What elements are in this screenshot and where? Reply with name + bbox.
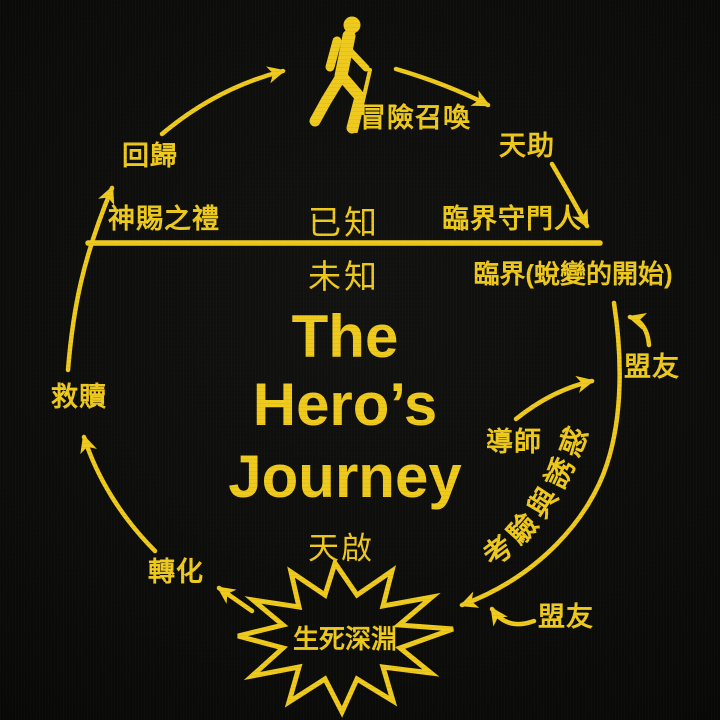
zone-labels: 已知 未知 xyxy=(308,205,380,296)
label-known: 已知 xyxy=(308,205,380,242)
arrow-ally-upper xyxy=(627,312,652,348)
label-supernatural-aid: 天助 xyxy=(499,131,555,161)
arc-return-to-hero xyxy=(159,66,286,137)
label-threshold-guardian: 臨界守門人 xyxy=(442,203,582,234)
label-call-to-adventure: 冒險召喚 xyxy=(359,102,471,133)
title-line-2: Hero’s xyxy=(253,371,438,438)
hiker-back-leg xyxy=(309,72,346,127)
journey-cycle-arrows xyxy=(65,66,652,627)
label-revelation: 天啟 xyxy=(308,531,374,566)
label-crossing-threshold: 臨界(蛻變的開始) xyxy=(473,259,672,289)
hiker-backpack xyxy=(325,36,342,72)
hiker-icon xyxy=(309,16,372,134)
abyss-starburst xyxy=(237,557,454,718)
hiker-torso xyxy=(334,29,356,83)
title-line-1: The xyxy=(292,303,399,370)
arrow-transformation-to-atonement xyxy=(80,434,158,554)
label-abyss: 生死深淵 xyxy=(293,624,397,654)
title-line-3: Journey xyxy=(228,443,462,510)
label-atonement: 救贖 xyxy=(51,382,107,412)
arrow-aid-to-threshold xyxy=(549,161,590,229)
hiker-arm xyxy=(343,44,370,72)
label-mentor: 導師 xyxy=(486,426,542,457)
arc-atonement-to-return xyxy=(65,185,115,373)
arrow-mentor xyxy=(513,375,595,422)
label-transformation: 轉化 xyxy=(148,557,204,587)
label-gift-of-the-goddess: 神賜之禮 xyxy=(108,203,220,234)
label-return: 回歸 xyxy=(122,140,178,171)
arrow-ally-lower xyxy=(489,606,537,627)
page-title: The Hero’s Journey xyxy=(228,303,462,510)
label-allies-lower: 盟友 xyxy=(538,602,594,632)
arrow-abyss-to-transformation xyxy=(216,585,255,614)
arrow-hero-to-call xyxy=(393,66,491,108)
arc-descent-to-abyss xyxy=(459,300,622,608)
hiker-front-leg xyxy=(335,69,367,134)
label-allies-upper: 盟友 xyxy=(624,352,680,382)
hiker-head xyxy=(343,16,361,34)
label-unknown: 未知 xyxy=(308,259,380,296)
